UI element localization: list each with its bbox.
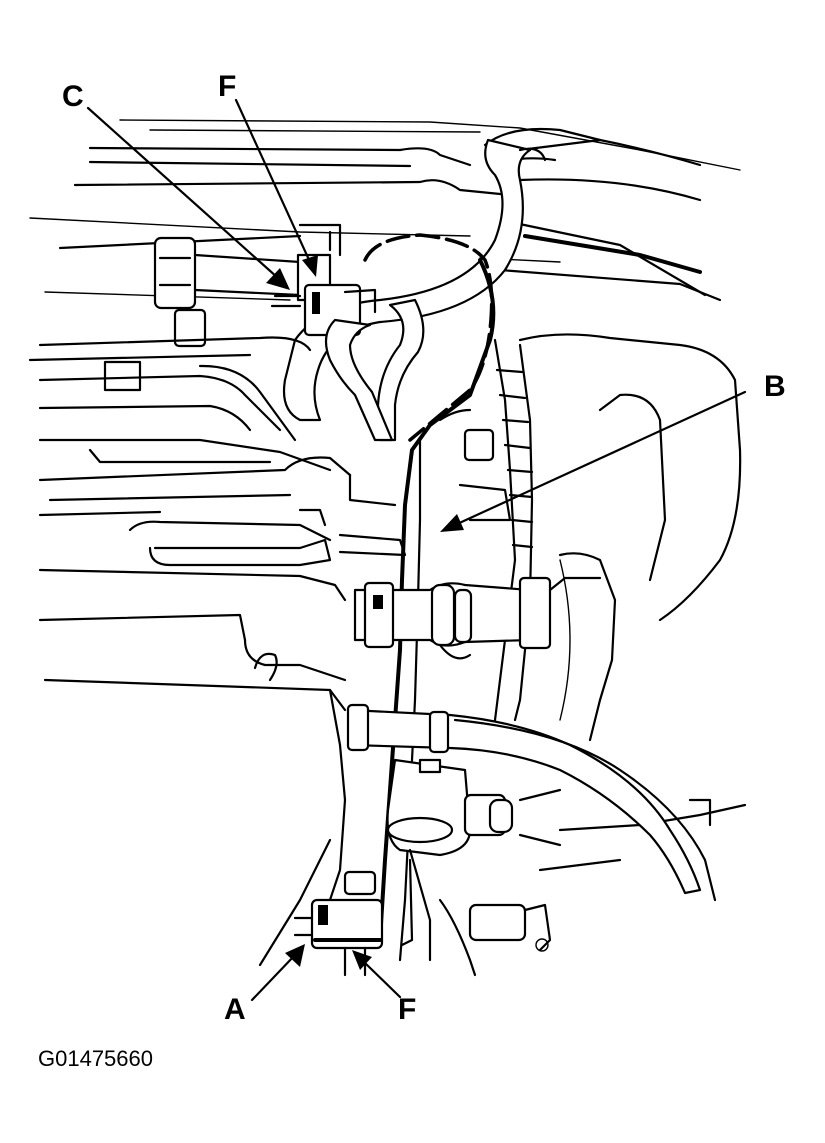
figure-id: G01475660 bbox=[38, 1046, 153, 1071]
mid-left-hoses bbox=[28, 336, 332, 472]
central-hoses bbox=[324, 258, 496, 962]
upper-body-lines bbox=[29, 119, 741, 302]
lower-sweeping-hose bbox=[346, 703, 717, 902]
middle-hose-band bbox=[353, 576, 602, 660]
callout-a: A bbox=[224, 993, 246, 1026]
callout-f-bottom: F bbox=[398, 993, 417, 1026]
engine-block bbox=[38, 456, 407, 802]
lower-canister bbox=[386, 758, 562, 962]
callout-f-top: F bbox=[218, 70, 237, 103]
leader-lines bbox=[86, 98, 747, 1002]
upper-hose bbox=[282, 127, 602, 422]
callout-c: C bbox=[62, 80, 84, 113]
callout-b: B bbox=[764, 370, 786, 403]
lower-connector bbox=[293, 858, 414, 977]
lower-left-frame bbox=[258, 798, 477, 977]
ribbed-bracket bbox=[458, 338, 534, 722]
